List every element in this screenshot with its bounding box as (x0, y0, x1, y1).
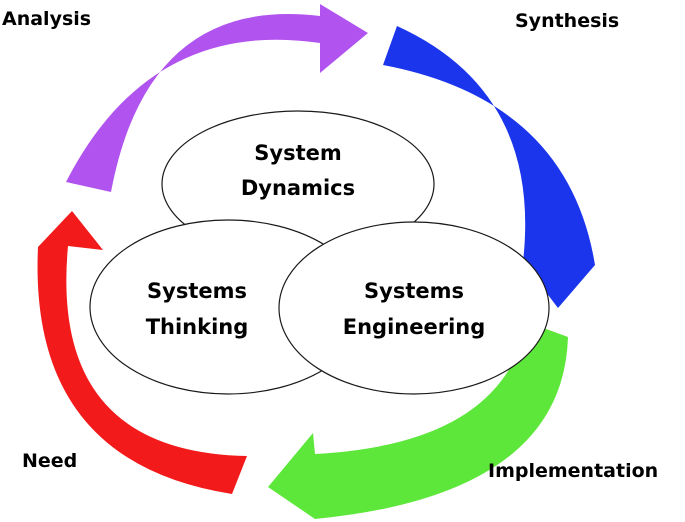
system-dynamics-label-line2: Dynamics (241, 176, 355, 200)
synthesis-arrow (383, 26, 595, 308)
analysis-arrow (66, 4, 368, 192)
systems-thinking-label-line1: Systems (147, 279, 247, 303)
need-arrow (37, 211, 247, 494)
implementation-label: Implementation (488, 460, 659, 482)
systems-engineering-ellipse (278, 221, 550, 395)
systems-engineering-label-line2: Engineering (343, 315, 486, 339)
need-label: Need (22, 450, 78, 472)
implementation-arrow (268, 322, 568, 519)
analysis-label: Analysis (2, 8, 92, 30)
synthesis-label: Synthesis (515, 10, 620, 32)
systems-thinking-label-line2: Thinking (146, 315, 249, 339)
systems-engineering-label-line1: Systems (364, 279, 464, 303)
system-dynamics-label-line1: System (254, 141, 341, 165)
